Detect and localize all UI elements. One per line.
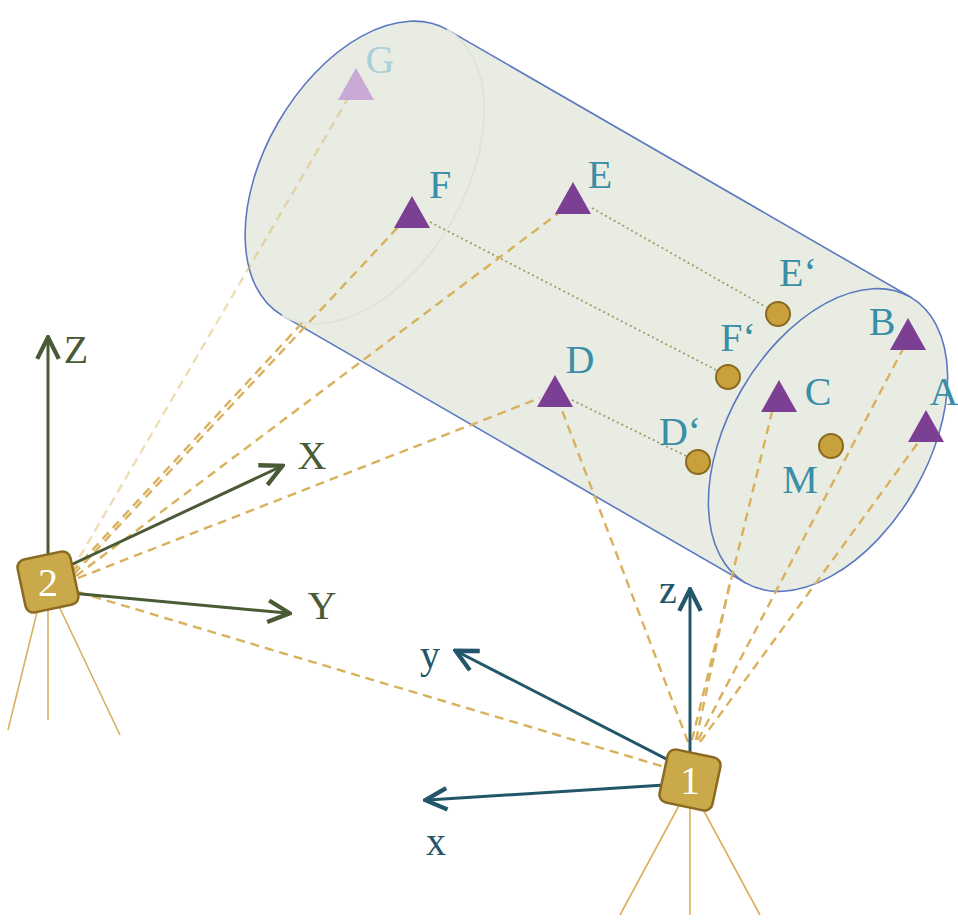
projection-lines [430,208,766,456]
axis-label: z [659,570,677,610]
point-label: E‘ [779,253,817,293]
point-label: M [782,460,818,500]
axis-label: y [420,635,440,675]
axis-label: X [298,436,327,476]
scanner-station: 1 [661,751,719,809]
scanner-station: 2 [19,553,77,611]
target-label: G [366,40,395,80]
point-label: F‘ [720,318,756,358]
target-label: F [429,165,451,205]
axis-label: Z [64,330,88,370]
axes-1 [428,592,690,800]
station-number: 2 [19,553,77,611]
point-label: D‘ [659,412,701,452]
station-number: 1 [661,751,719,809]
target-label: A [930,372,958,412]
axis-label: Y [308,586,337,626]
cylinder [196,0,958,633]
tripods [8,600,760,915]
axis-label: x [426,822,446,862]
points [686,302,843,474]
target-label: B [869,302,896,342]
target-label: D [566,340,595,380]
targets [338,68,944,442]
target-label: C [805,372,832,412]
target-label: E [588,155,612,195]
axes-2 [48,340,287,613]
sight-lines [72,95,920,768]
